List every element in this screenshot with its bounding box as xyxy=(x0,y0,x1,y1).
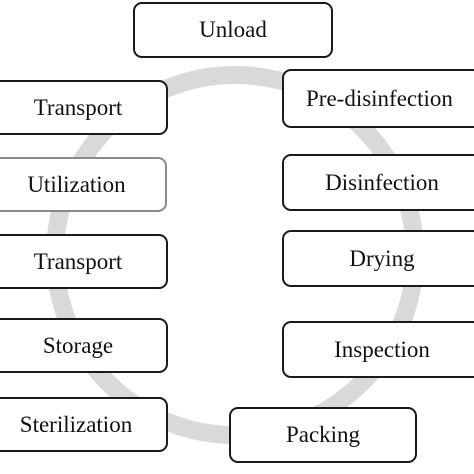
step-inspection: Inspection xyxy=(282,321,474,378)
step-label: Drying xyxy=(349,245,415,271)
step-label: Inspection xyxy=(334,336,430,362)
step-label: Transport xyxy=(33,248,123,274)
step-transport-bottom: Transport xyxy=(0,234,168,289)
step-drying: Drying xyxy=(282,230,474,287)
step-label: Transport xyxy=(33,94,123,120)
step-unload: Unload xyxy=(133,2,333,58)
step-label: Packing xyxy=(285,422,361,447)
step-disinfection: Disinfection xyxy=(282,154,474,211)
step-label: Unload xyxy=(199,17,267,42)
step-label: Utilization xyxy=(27,171,126,197)
step-transport-top: Transport xyxy=(0,80,168,135)
step-sterilization: Sterilization xyxy=(0,397,168,452)
step-label: Pre-disinfection xyxy=(306,85,453,111)
step-label: Storage xyxy=(42,332,114,358)
step-label: Disinfection xyxy=(325,169,439,195)
step-packing: Packing xyxy=(229,407,417,463)
step-pre-disinfection: Pre-disinfection xyxy=(282,69,474,128)
step-label: Sterilization xyxy=(19,411,133,437)
step-utilization: Utilization xyxy=(0,157,167,212)
step-storage: Storage xyxy=(0,318,168,373)
